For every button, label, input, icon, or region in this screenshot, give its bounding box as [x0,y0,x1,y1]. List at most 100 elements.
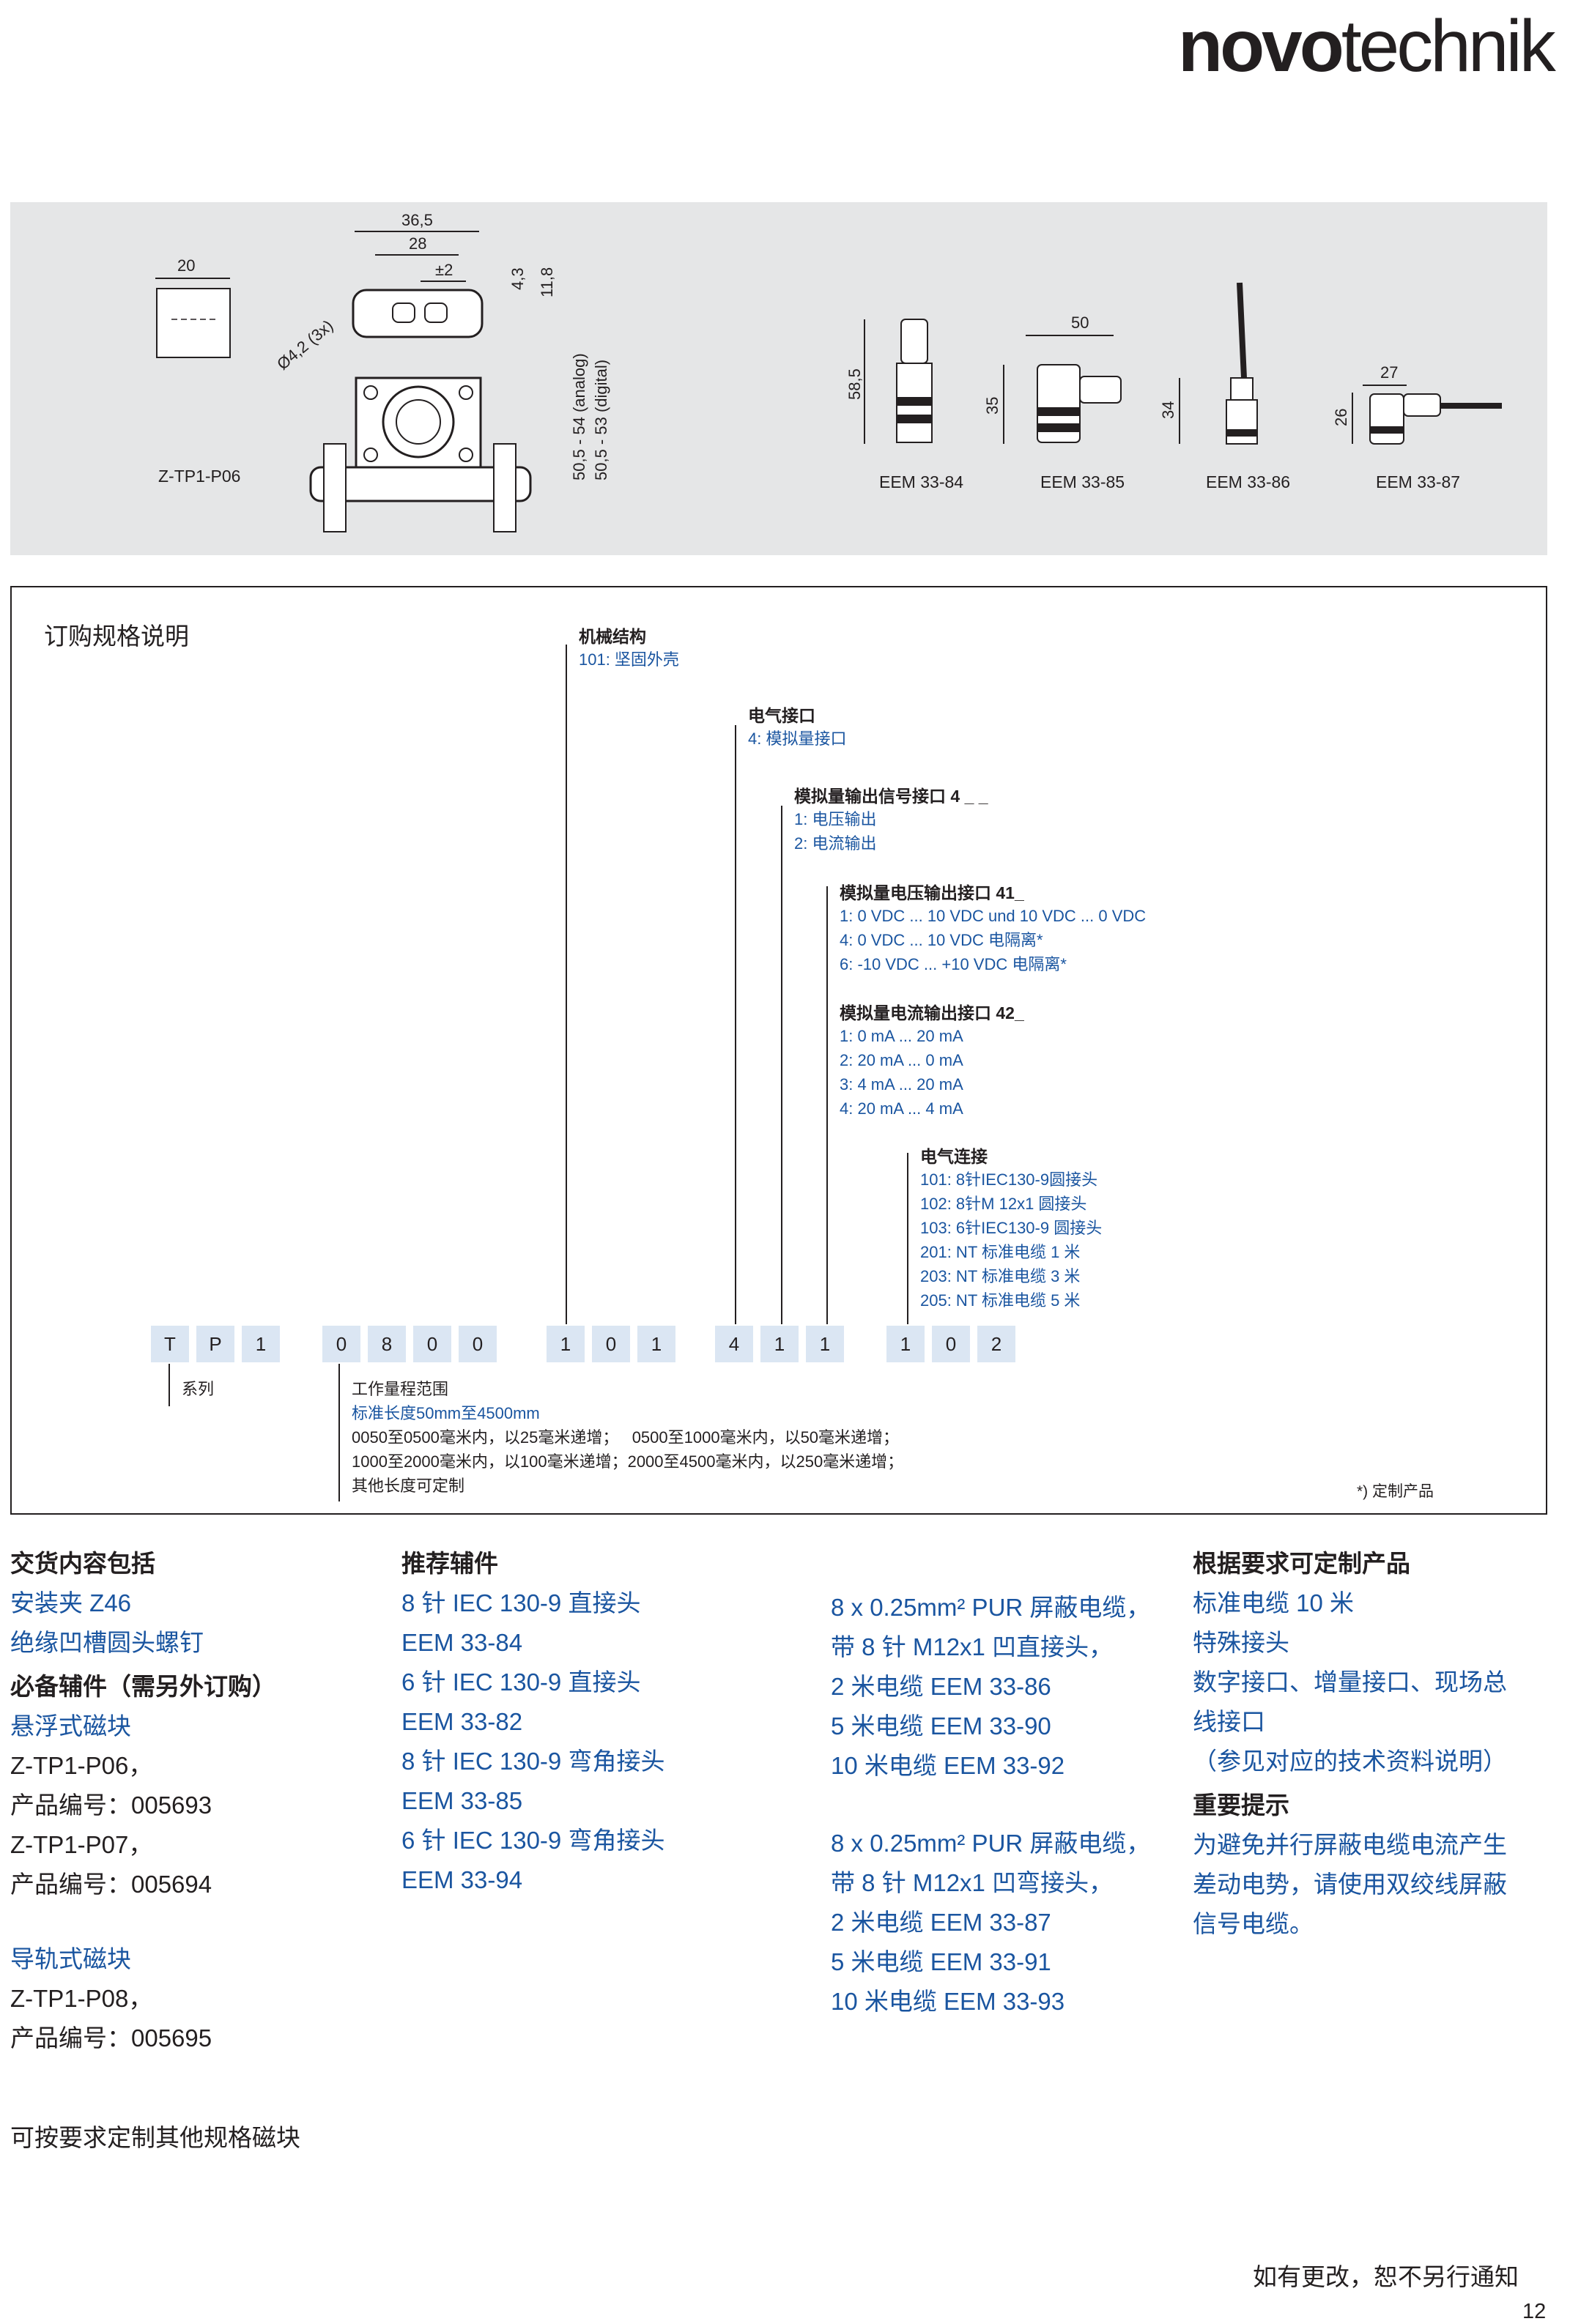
group-item: 2: 电流输出 [794,834,877,853]
list-item: 8 x 0.25mm² PUR 屏蔽电缆， [831,1594,1151,1621]
list-item: 安装夹 Z46 [10,1589,132,1616]
list-item: 为避免并行屏蔽电缆电流产生 [1193,1831,1507,1858]
code-cell: 2 [977,1326,1015,1362]
group-item: 101: 坚固外壳 [579,650,679,669]
group-head: 模拟量电流输出接口 42_ [840,1003,1024,1022]
connector-drawings: 58,5 EEM 33-84 50 35 EEM 33-85 34 EEM 33… [845,282,1502,491]
dim-50: 50 [1071,313,1089,332]
label-eem-33-85: EEM 33-85 [1040,472,1125,491]
notice-head: 重要提示 [1193,1792,1289,1819]
dim-36-5: 36,5 [401,211,433,229]
group-item: 6: -10 VDC ... +10 VDC 电隔离* [840,955,1067,973]
list-item: Z-TP1-P06， [10,1752,153,1779]
custom-magnet-note: 可按要求定制其他规格磁块 [10,2124,300,2151]
list-item: 差动电势，请使用双绞线屏蔽 [1193,1871,1507,1898]
code-cell: 0 [459,1326,497,1362]
dim-35: 35 [983,397,1001,415]
code-cell: 1 [547,1326,585,1362]
group-head: 模拟量输出信号接口 4 _ _ [794,787,988,806]
dim-plus-minus-2: ±2 [435,261,453,279]
list-item: 信号电缆。 [1193,1910,1314,1937]
order-specification-box [10,586,1547,1515]
drawing-panel-left: 20 36,5 28 ±2 Ø4,2 (3x) 4,3 11,8 50,5 - … [10,202,807,555]
series-label: 系列 [182,1380,215,1398]
group-electrical-connection: 电气连接 101: 8针IEC130-9圆接头 102: 8针M 12x1 圆接… [920,1143,1102,1313]
cables-column: 8 x 0.25mm² PUR 屏蔽电缆， 带 8 针 M12x1 凹直接头， … [831,1588,1197,2022]
dim-34: 34 [1159,401,1177,419]
list-item: 带 8 针 M12x1 凹直接头， [831,1633,1114,1660]
code-cell: 8 [368,1326,406,1362]
range-item: 0050至0500毫米内，以25毫米递增； 0500至1000毫米内，以50毫米… [352,1428,900,1447]
code-cell: 0 [413,1326,451,1362]
list-item: 8 针 IEC 130-9 弯角接头 [401,1748,665,1775]
clamp-label: Z-TP1-P06 [158,467,240,486]
group-item: 1: 0 mA ... 20 mA [840,1027,963,1045]
dim-11-8: 11,8 [538,267,556,297]
group-item: 4: 20 mA ... 4 mA [840,1099,963,1118]
group-electrical-interface: 电气接口 4: 模拟量接口 [748,702,846,751]
group-head: 电气连接 [920,1147,988,1166]
code-cell: 0 [322,1326,360,1362]
list-item: 2 米电缆 EEM 33-86 [831,1673,1051,1700]
dim-26: 26 [1332,409,1350,426]
list-item: 带 8 针 M12x1 凹弯接头， [831,1869,1114,1896]
group-head: 机械结构 [579,627,646,646]
list-item: EEM 33-94 [401,1866,523,1893]
list-item: Z-TP1-P08， [10,1985,153,2012]
dim-20: 20 [177,256,195,275]
tree-line-connection [907,1153,908,1324]
list-item: 8 针 IEC 130-9 直接头 [401,1589,641,1616]
dim-28: 28 [409,234,426,253]
change-notice: 如有更改，恕不另行通知 [1253,2263,1519,2290]
list-item: 数字接口、增量接口、现场总 [1193,1668,1507,1696]
tree-line-output [781,806,782,1324]
range-item: 标准长度50mm至4500mm [352,1404,540,1422]
list-item: （参见对应的技术资料说明） [1193,1748,1507,1775]
code-cell: 1 [242,1326,280,1362]
dim-digital: 50,5 - 53 (digital) [592,360,610,480]
dim-analog: 50,5 - 54 (analog) [570,353,588,480]
range-item: 1000至2000毫米内，以100毫米递增；2000至4500毫米内，以250毫… [352,1452,904,1471]
label-eem-33-84: EEM 33-84 [879,472,963,491]
recommended-column: 推荐辅件 8 针 IEC 130-9 直接头 EEM 33-84 6 针 IEC… [401,1544,797,1900]
list-item: 5 米电缆 EEM 33-90 [831,1712,1051,1740]
list-item: 10 米电缆 EEM 33-92 [831,1752,1065,1779]
list-item: EEM 33-85 [401,1787,523,1814]
list-item: 产品编号：005693 [10,1792,212,1819]
group-item: 203: NT 标准电缆 3 米 [920,1267,1081,1285]
group-voltage-output: 模拟量电压输出接口 41_ 1: 0 VDC ... 10 VDC und 10… [840,879,1146,976]
group-head: 电气接口 [748,706,815,725]
list-item: 5 米电缆 EEM 33-91 [831,1948,1051,1975]
delivery-head: 交货内容包括 [10,1550,155,1577]
list-item: 产品编号：005694 [10,1871,212,1898]
list-item: 产品编号：005695 [10,2024,212,2052]
code-cell: T [151,1326,189,1362]
group-mechanics: 机械结构 101: 坚固外壳 [579,623,679,672]
tree-line-mechanics [566,645,567,1324]
label-eem-33-87: EEM 33-87 [1376,472,1460,491]
tree-line-series [169,1364,170,1406]
dim-4-3: 4,3 [508,267,527,290]
group-item: 4: 0 VDC ... 10 VDC 电隔离* [840,931,1043,949]
label-eem-33-86: EEM 33-86 [1206,472,1290,491]
order-title: 订购规格说明 [44,623,189,650]
group-item: 101: 8针IEC130-9圆接头 [920,1170,1098,1189]
tree-line-interface [735,725,736,1324]
tree-line-voltage-current [826,886,828,1324]
dim-hole-diameter: Ø4,2 (3x) [273,316,336,374]
code-cell: 1 [637,1326,675,1362]
delivery-column: 交货内容包括 安装夹 Z46 绝缘凹槽圆头螺钉 必备辅件（需另外订购） 悬浮式磁… [10,1544,391,2058]
list-item: EEM 33-82 [401,1708,523,1735]
group-item: 3: 4 mA ... 20 mA [840,1075,963,1094]
group-item: 205: NT 标准电缆 5 米 [920,1291,1081,1310]
code-cell: 1 [760,1326,799,1362]
list-item: EEM 33-84 [401,1629,523,1656]
mounting-clamp-drawing: 20 36,5 28 ±2 Ø4,2 (3x) 4,3 11,8 50,5 - … [155,211,610,532]
list-item: 2 米电缆 EEM 33-87 [831,1909,1051,1936]
code-cell: 1 [886,1326,925,1362]
range-item: 其他长度可定制 [352,1477,465,1495]
list-item: 导轨式磁块 [10,1945,131,1972]
group-analog-output: 模拟量输出信号接口 4 _ _ 1: 电压输出 2: 电流输出 [794,782,988,855]
range-group: 工作量程范围 标准长度50mm至4500mm 0050至0500毫米内，以25毫… [352,1377,903,1498]
group-current-output: 模拟量电流输出接口 42_ 1: 0 mA ... 20 mA 2: 20 mA… [840,999,1024,1121]
